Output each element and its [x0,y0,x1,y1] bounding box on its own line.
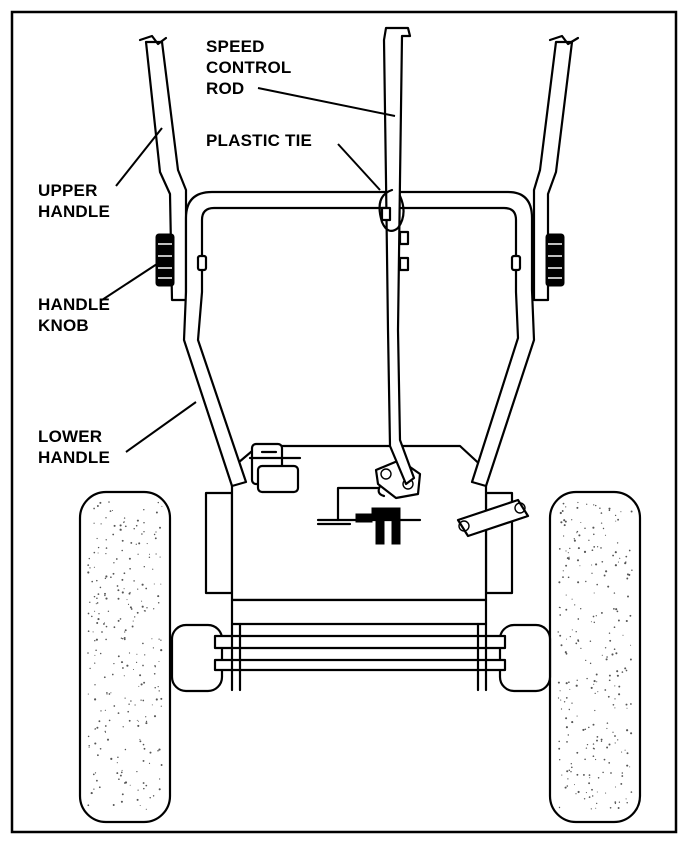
plastic-tie [378,188,405,232]
leader-plastic-tie [337,143,381,191]
label-speed-control-rod-line2: CONTROL [206,58,291,77]
label-handle-knob-line2: KNOB [38,316,89,335]
handle-break-right [548,34,580,46]
right-tire-tread [557,501,633,810]
handle-break-left [138,34,168,46]
label-handle-knob: HANDLE KNOB [38,295,115,335]
handle-knob-right [545,233,565,287]
label-lower-handle: LOWER HANDLE [38,427,110,467]
leader-upper-handle [115,127,163,187]
label-lower-handle-line1: LOWER [38,427,102,446]
handle-knob-left [155,233,175,287]
label-upper-handle-line1: UPPER [38,181,98,200]
label-speed-control-rod: SPEED CONTROL ROD [206,37,296,98]
label-handle-knob-line1: HANDLE [38,295,110,314]
left-tire-tread [87,501,163,810]
label-upper-handle: UPPER HANDLE [38,181,110,221]
depth-bar-link [456,498,530,538]
label-speed-control-rod-line1: SPEED [206,37,265,56]
axle [170,623,552,693]
label-lower-handle-line2: HANDLE [38,448,110,467]
right-wheel [548,490,642,824]
diagram-border [10,10,678,834]
leader-speed-control-rod [257,87,396,117]
speed-control-rod [380,26,416,486]
lower-handle [182,190,536,488]
left-wheel [78,490,172,824]
label-plastic-tie-line1: PLASTIC TIE [206,131,312,150]
upper-handle-right [532,40,574,302]
hitch-bracket [248,442,302,494]
leader-handle-knob [101,261,161,301]
label-speed-control-rod-line3: ROD [206,79,244,98]
leader-lower-handle [125,401,197,453]
label-plastic-tie: PLASTIC TIE [206,131,312,150]
label-upper-handle-line2: HANDLE [38,202,110,221]
